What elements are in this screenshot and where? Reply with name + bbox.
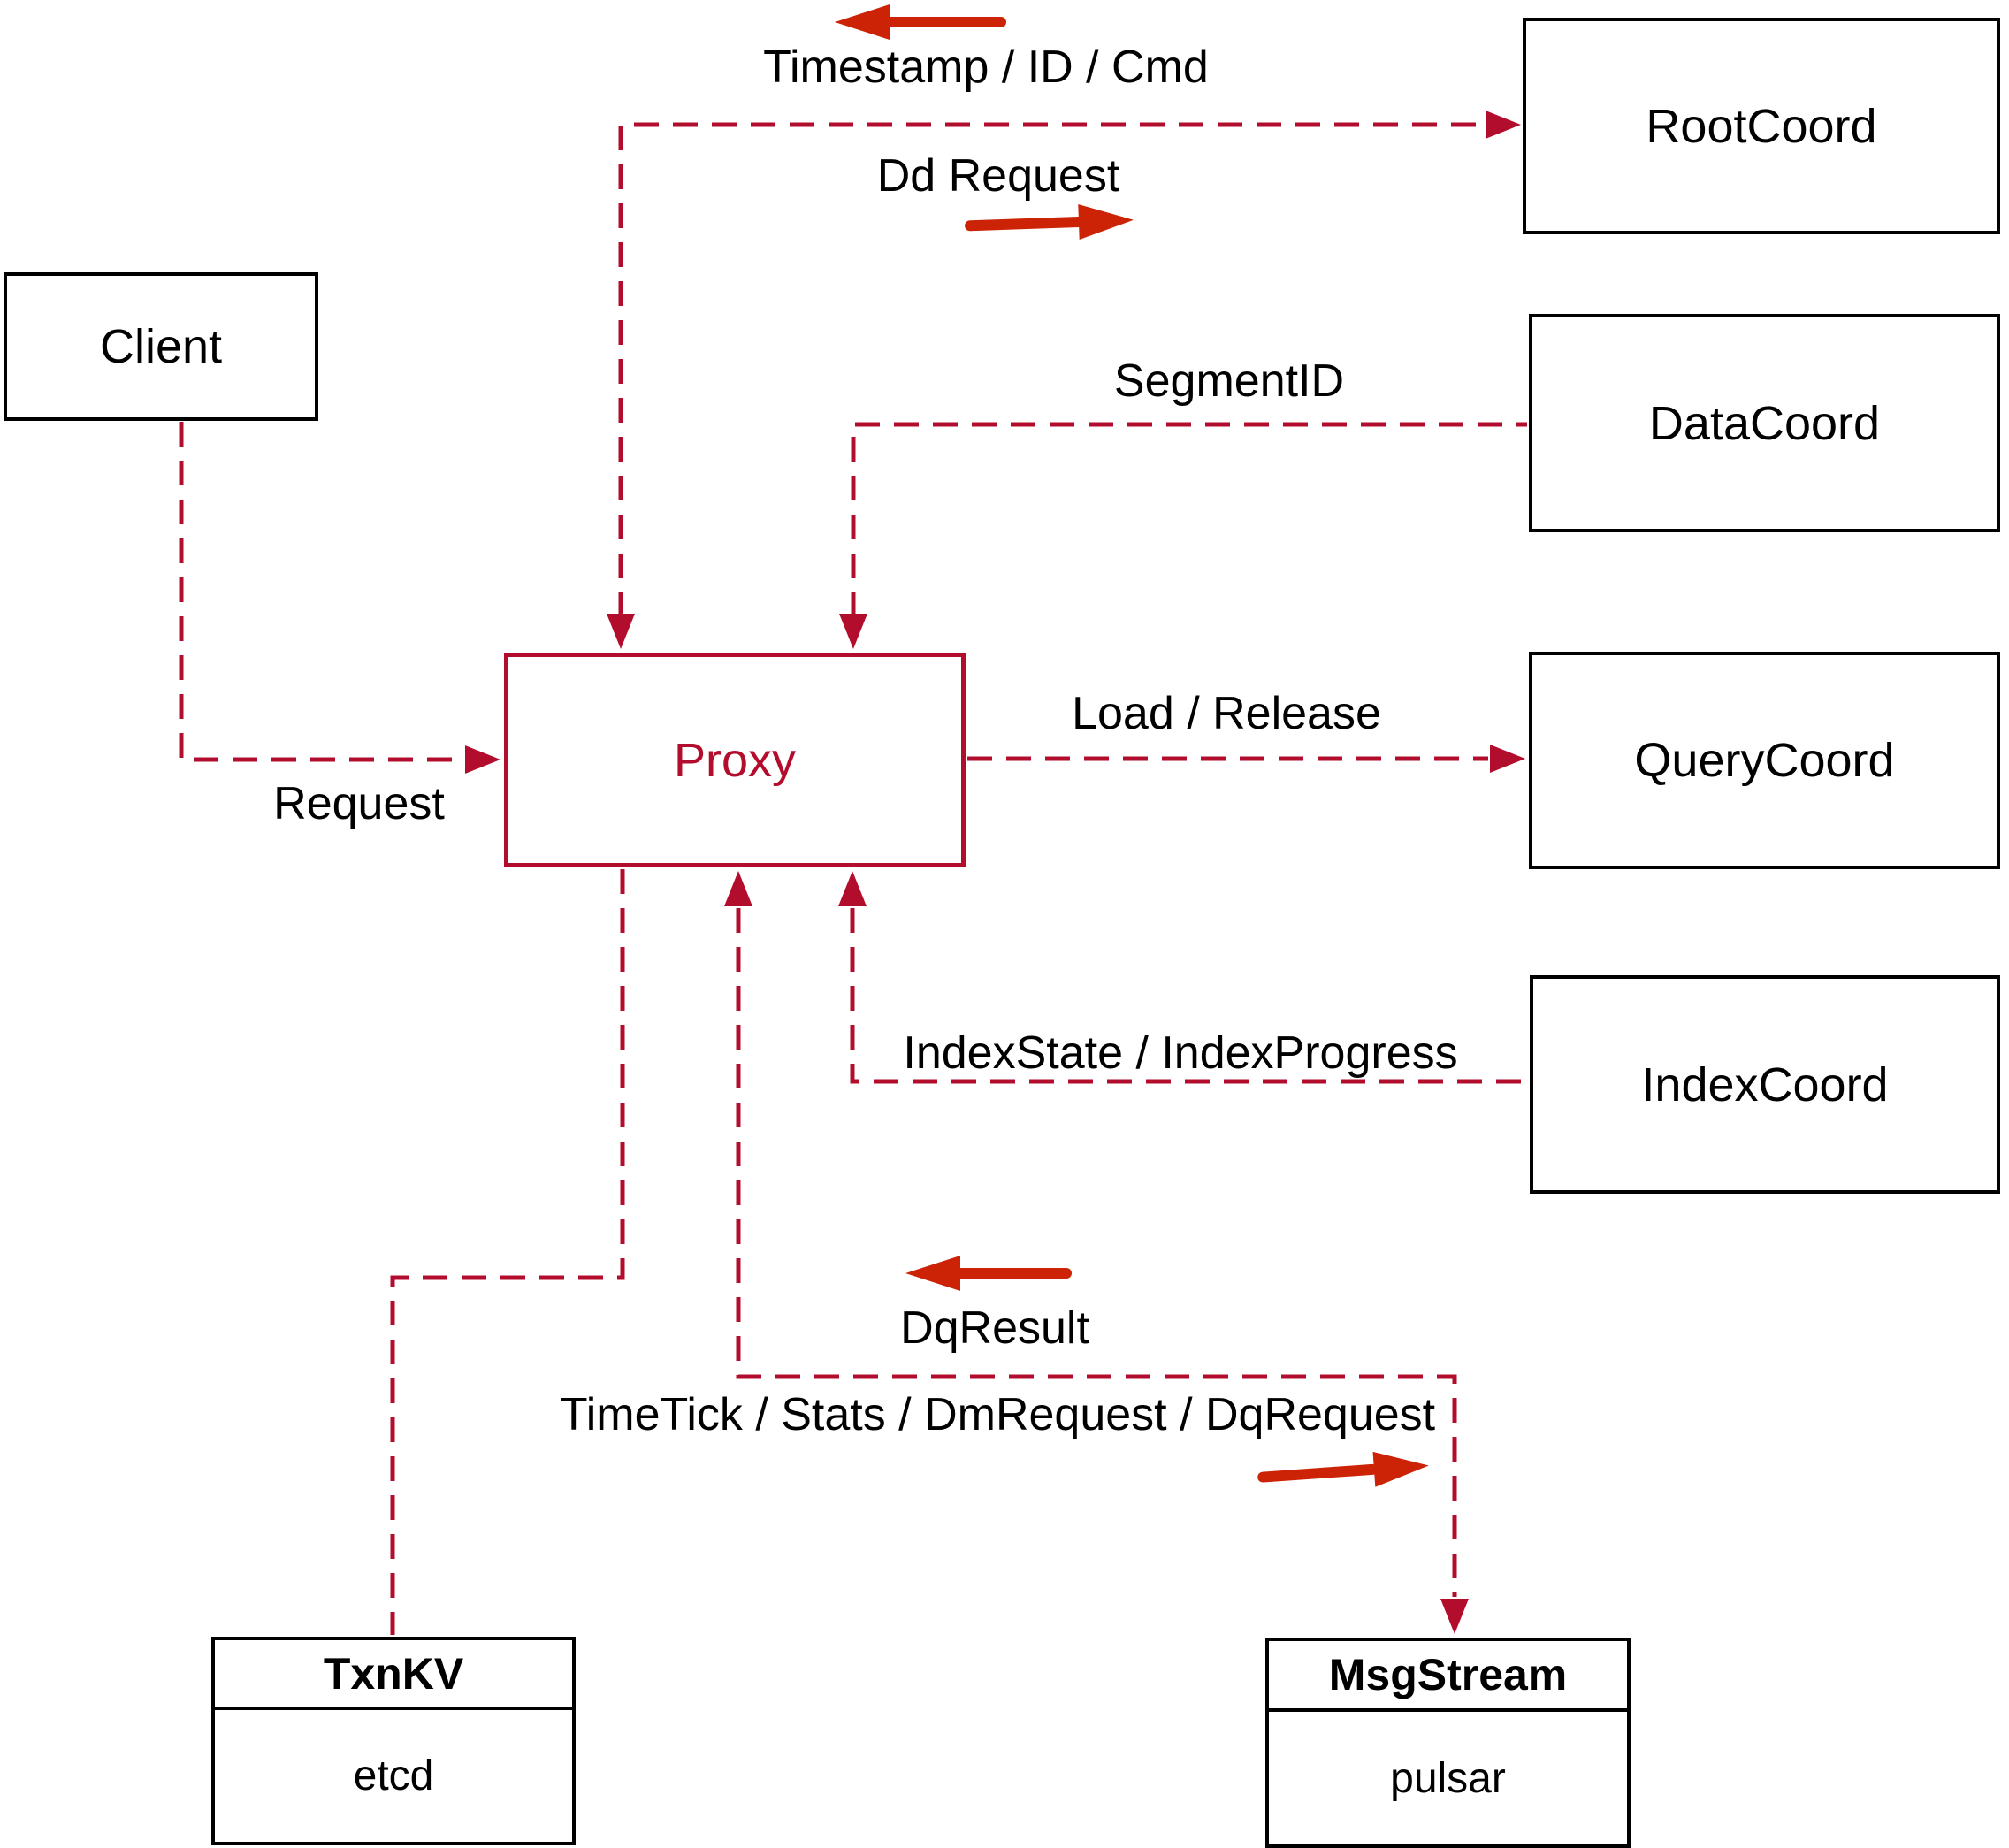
arrowhead-into-proxy-top-right (839, 614, 867, 649)
edge-label-timetick-stats: TimeTick / Stats / DmRequest / DqRequest (559, 1389, 1436, 1440)
edge-label-timestamp-id-cmd: Timestamp / ID / Cmd (763, 42, 1209, 93)
connector-indexcoord-proxy (850, 908, 1528, 1084)
querycoord-node: QueryCoord (1529, 652, 2000, 869)
arrowhead-into-querycoord (1490, 745, 1525, 773)
connector-proxy-txnkv (390, 869, 625, 1635)
edge-label-load-release: Load / Release (1072, 688, 1381, 739)
txnkv-node: TxnKV etcd (211, 1637, 576, 1845)
flow-arrow-left-timestamp (835, 4, 1006, 40)
arrowhead-into-proxy-bottom-left (724, 871, 752, 906)
edge-label-index-state-progress: IndexState / IndexProgress (903, 1027, 1458, 1079)
flow-arrow-left-dqresult (905, 1256, 1072, 1291)
connector-proxy-msgstream (736, 908, 1457, 1597)
txnkv-title: TxnKV (215, 1640, 572, 1710)
proxy-node: Proxy (504, 653, 966, 867)
datacoord-node: DataCoord (1529, 314, 2000, 532)
flow-arrow-right-ddrequest (965, 203, 1134, 240)
msgstream-impl-pulsar: pulsar (1390, 1754, 1506, 1802)
edge-label-segment-id: SegmentID (1113, 355, 1345, 407)
arrowhead-into-proxy-bottom-right (838, 871, 867, 906)
edge-label-dq-result: DqResult (900, 1302, 1089, 1354)
client-node: Client (4, 272, 318, 421)
arrowhead-into-msgstream (1440, 1599, 1469, 1634)
edge-label-dd-request: Dd Request (876, 150, 1120, 202)
connector-datacoord-proxy (851, 422, 1527, 617)
rootcoord-node: RootCoord (1523, 18, 2000, 234)
edge-label-request: Request (273, 778, 445, 829)
arrowhead-into-rootcoord (1486, 111, 1521, 139)
connector-proxy-rootcoord (618, 122, 1484, 617)
arrowhead-into-proxy-top-left (607, 614, 635, 649)
indexcoord-node: IndexCoord (1530, 975, 2000, 1194)
txnkv-impl-etcd: etcd (353, 1753, 434, 1799)
msgstream-title: MsgStream (1269, 1641, 1627, 1712)
connector-client-proxy (179, 422, 463, 762)
arrowhead-into-proxy-left (465, 745, 500, 774)
msgstream-node: MsgStream pulsar (1265, 1638, 1631, 1848)
flow-arrow-right-timetick (1257, 1451, 1429, 1487)
